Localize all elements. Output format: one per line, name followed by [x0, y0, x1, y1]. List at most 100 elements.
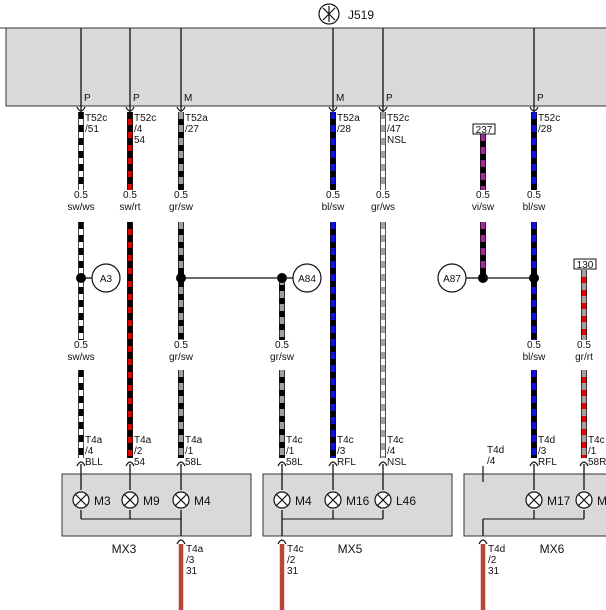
connector-icon [318, 3, 340, 25]
wire-w7-ref-box [472, 123, 496, 135]
wire-w9-spec2-gauge: 0.5 [577, 340, 591, 351]
unit-MX3-lamp-label: M3 [94, 494, 111, 508]
wire-w6-spec-color: gr/ws [371, 202, 395, 213]
wire-w6-top-conn: T52c [387, 113, 409, 124]
wire-w1-bottom-conn: T4a [85, 435, 103, 446]
wire-w5-bottom-pos: /3 [337, 446, 346, 457]
wire-w5-bottom-extra: RFL [337, 457, 356, 468]
wire-w8-top-pos: /28 [538, 124, 552, 135]
wire-w7-spec-gauge: 0.5 [476, 190, 490, 201]
wire-w5-bottom-conn: T4c [337, 435, 354, 446]
wire-w2-bottom-extra: 54 [134, 457, 146, 468]
control-unit-box [5, 27, 606, 107]
control-unit-label: J519 [348, 8, 374, 22]
wire-w1-top-conn: T52c [85, 113, 107, 124]
wire-w4-bottom-extra: 58L [286, 457, 303, 468]
unit-MX5-lamp-label: M4 [295, 494, 312, 508]
wire-w2-bottom-pin [125, 461, 135, 467]
wire-w1-bottom-extra: BLL [85, 457, 103, 468]
unit-MX6-label: MX6 [540, 542, 565, 556]
unit-MX5-label: MX5 [338, 542, 363, 556]
unit-MX3-lamp-label: M9 [143, 494, 160, 508]
unit-MX6-ground-pin [478, 539, 488, 545]
unit-MX6-unused-pos: /4 [487, 456, 496, 467]
wire-w2-top-pin: P [133, 93, 140, 104]
lamp-icon-cross [276, 494, 288, 506]
lamp-icon-cross [124, 494, 136, 506]
wire-w9-ref: 130 [577, 260, 594, 271]
wire-w8-spec-color: bl/sw [523, 202, 547, 213]
wire-w1-spec2-color: sw/ws [67, 352, 94, 363]
wire-w5-spec-gauge: 0.5 [326, 190, 340, 201]
wire-w1-top-pos: /51 [85, 124, 99, 135]
wire-w3-spec-gauge: 0.5 [174, 190, 188, 201]
wire-w3-top-pin [176, 106, 186, 112]
wire-w6-top-extra: NSL [387, 135, 407, 146]
wire-w3-spec2-color: gr/sw [169, 352, 194, 363]
wire-w8-top-pin: P [537, 93, 544, 104]
wire-w4-spec2-color: gr/sw [270, 352, 295, 363]
wire-w8-bottom-pin [529, 461, 539, 467]
unit-MX3-ground-pin [176, 539, 186, 545]
unit-MX5-box [262, 473, 453, 537]
unit-MX5-ground-extra: 31 [287, 566, 299, 577]
wire-w3-bottom-pos: /1 [185, 446, 194, 457]
wire-w9-bottom-pos: /1 [588, 446, 597, 457]
wire-w8-top-pin [529, 106, 539, 112]
unit-MX3-ground-extra: 31 [186, 566, 198, 577]
unit-MX5-ground-pos: /2 [287, 555, 296, 566]
wire-w8-bottom-conn: T4d [538, 435, 555, 446]
unit-MX5-ground-pin [277, 539, 287, 545]
wire-w3-top-conn: T52a [185, 113, 208, 124]
wire-w1-bottom-pin [76, 461, 86, 467]
unit-MX6-ground-extra: 31 [488, 566, 500, 577]
unit-MX3-lamp-label: M4 [194, 494, 211, 508]
wire-w1-spec2-gauge: 0.5 [74, 340, 88, 351]
wire-w2-spec-gauge: 0.5 [123, 190, 137, 201]
wire-w8-spec-gauge: 0.5 [527, 190, 541, 201]
unit-MX3-ground-conn: T4a [186, 544, 204, 555]
wire-w2-top-pin [125, 106, 135, 112]
wire-w6-top-pos: /47 [387, 124, 401, 135]
unit-MX3-box [61, 473, 252, 537]
wire-w4-bottom-conn: T4c [286, 435, 303, 446]
wire-w4-bottom-pos: /1 [286, 446, 295, 457]
unit-MX5-lamp-label: L46 [396, 494, 416, 508]
wire-w9-spec2-color: gr/rt [575, 352, 593, 363]
wire-w5-bottom-pin [328, 461, 338, 467]
wire-w2-bottom-conn: T4a [134, 435, 152, 446]
lamp-icon-cross [377, 494, 389, 506]
lamp-icon-cross [175, 494, 187, 506]
wire-w9-bottom-extra: 58R [588, 457, 606, 468]
wire-w9-bottom-pin [579, 461, 589, 467]
wire-w3-top-pin: M [184, 93, 192, 104]
unit-MX3-ground-pos: /3 [186, 555, 195, 566]
unit-MX5-ground-conn: T4c [287, 544, 304, 555]
splice-label: A87 [443, 274, 461, 285]
unit-MX6-lamp-label: M [597, 494, 606, 508]
wire-w2-top-pos: /4 [134, 124, 143, 135]
wire-w7-spec-color: vi/sw [472, 202, 495, 213]
wire-w5-top-pin: M [336, 93, 344, 104]
wire-w5-top-pin [328, 106, 338, 112]
wire-w6-bottom-pos: /4 [387, 446, 396, 457]
lamp-icon-cross [75, 494, 87, 506]
wire-w9-bottom-conn: T4c [588, 435, 605, 446]
wire-w8-top-conn: T52c [538, 113, 560, 124]
wire-w1-spec-gauge: 0.5 [74, 190, 88, 201]
wire-w2-top-extra: 54 [134, 135, 146, 146]
wire-w3-bottom-conn: T4a [185, 435, 203, 446]
wire-w6-spec-gauge: 0.5 [376, 190, 390, 201]
wire-w5-spec-color: bl/sw [322, 202, 346, 213]
lamp-icon-cross [327, 494, 339, 506]
wire-w6-top-pin: P [386, 93, 393, 104]
wire-w3-bottom-extra: 58L [185, 457, 202, 468]
wire-w6-bottom-conn: T4c [387, 435, 404, 446]
wire-w6-bottom-extra: NSL [387, 457, 407, 468]
unit-MX3-label: MX3 [112, 542, 137, 556]
wire-w9-ref-box [573, 258, 597, 270]
wire-w1-junction-dot [76, 273, 86, 283]
wire-w8-bottom-pos: /3 [538, 446, 547, 457]
splice-circle [437, 263, 467, 293]
wire-w5-top-pos: /28 [337, 124, 351, 135]
